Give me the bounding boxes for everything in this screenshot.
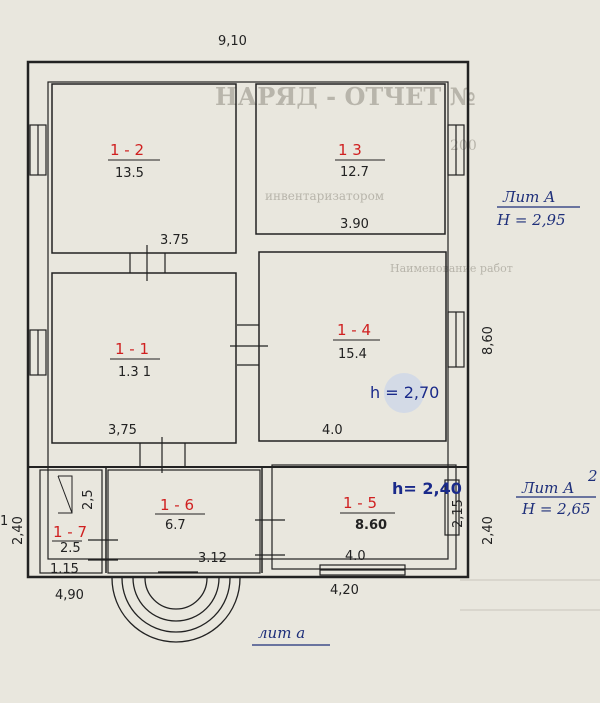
lit-a-bottom-label: лит а	[258, 624, 305, 642]
room-area-1-5: 8.60	[355, 518, 387, 533]
dim-right-height: 8,60	[481, 326, 496, 355]
dim-room-1-6-width: 3.12	[198, 551, 227, 566]
room-1-3	[255, 83, 446, 235]
fraction-lines	[52, 159, 395, 542]
room-id-1-7: 1 - 7	[53, 523, 87, 541]
dim-small-width: 1.15	[50, 562, 79, 577]
room-1-6	[107, 469, 261, 574]
dim-left-width: 4,90	[55, 588, 84, 603]
lit-a-label: Лит А	[502, 188, 556, 206]
dim-room-1-1-width: 3,75	[108, 423, 137, 438]
room-id-1-2: 1 - 2	[110, 141, 144, 159]
dim-room-1-2-width: 3.75	[160, 233, 189, 248]
dim-left-height: 2,40	[11, 516, 26, 545]
lit-a-height: Н = 2,95	[496, 211, 566, 229]
room-id-1-3: 1 3	[338, 141, 362, 159]
faint-form-header: НАРЯД - ОТЧЕТ №	[215, 82, 476, 111]
dim-extension-height: 2,40	[481, 516, 496, 545]
room-1-7	[39, 469, 103, 574]
room-area-1-2: 13.5	[115, 166, 144, 181]
room-area-1-3: 12.7	[340, 165, 369, 180]
height-extension: h= 2,40	[392, 479, 462, 498]
lit-a2-superscript: 2	[587, 467, 598, 485]
room-area-1-4: 15.4	[338, 347, 367, 362]
room-area-1-1: 1.3 1	[118, 365, 151, 380]
dim-top-width: 9,10	[218, 34, 247, 49]
height-main: h = 2,70	[370, 383, 439, 402]
doors	[88, 245, 285, 573]
room-id-1-1: 1 - 1	[115, 340, 149, 358]
window-right-lower	[444, 479, 460, 536]
dim-room-1-7-height: 2,5	[81, 489, 96, 510]
room-1-5	[271, 464, 457, 570]
height-highlight	[384, 373, 424, 413]
faint-form-column: Наименование работ	[390, 262, 513, 275]
extension-wall	[27, 466, 469, 578]
windows	[29, 124, 465, 576]
stove-symbol	[57, 475, 73, 514]
room-1-1	[51, 272, 237, 444]
dim-left-mark: 1	[0, 514, 8, 529]
dim-room-1-3-width: 3.90	[340, 217, 369, 232]
lit-a2-height: Н = 2,65	[521, 500, 591, 518]
dim-room-1-5-height: 2,15	[451, 499, 466, 528]
room-id-1-6: 1 - 6	[160, 496, 194, 514]
room-area-1-7: 2.5	[60, 541, 81, 556]
room-1-2	[51, 83, 237, 254]
stove-symbol	[58, 475, 73, 514]
dim-extension-width: 4,20	[330, 583, 359, 598]
porch-steps	[111, 577, 241, 643]
dim-room-1-5-width: 4.0	[345, 549, 366, 564]
dim-room-1-4-width: 4.0	[322, 423, 343, 438]
faint-form-year: 200	[450, 138, 477, 154]
lit-a2-label: Лит А	[521, 479, 575, 497]
faint-form-line: инвентаризатором	[265, 189, 384, 203]
room-area-1-6: 6.7	[165, 518, 186, 533]
room-id-1-5: 1 - 5	[343, 494, 377, 512]
room-id-1-4: 1 - 4	[337, 321, 371, 339]
